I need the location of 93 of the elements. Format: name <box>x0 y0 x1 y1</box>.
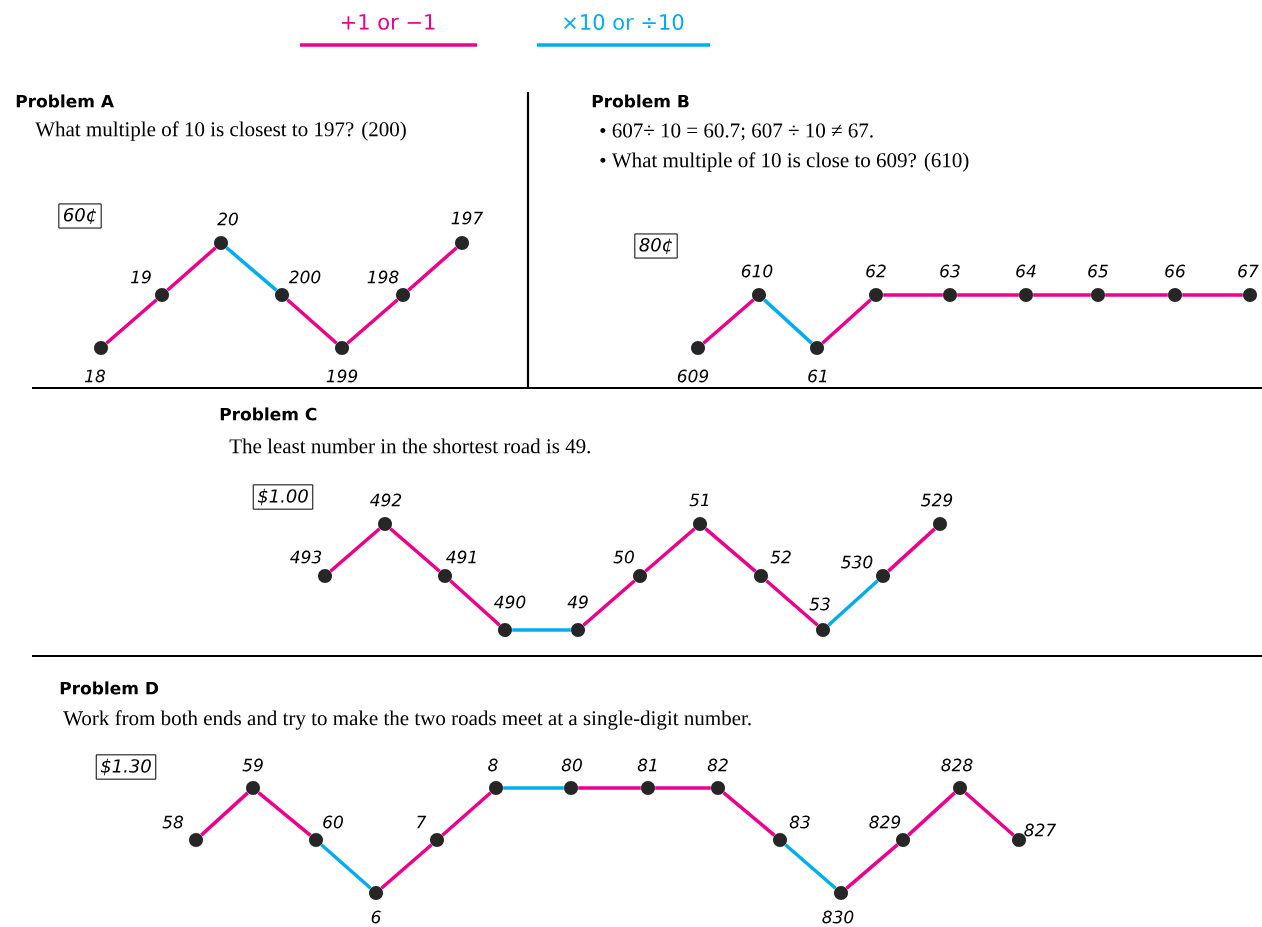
number-label: 8 <box>488 758 498 772</box>
road-segment <box>1033 293 1091 297</box>
number-label: 60 <box>323 815 343 829</box>
number-label: 491 <box>446 550 476 564</box>
number-label: 49 <box>567 595 588 609</box>
road-segment <box>503 786 564 790</box>
number-label: 53 <box>809 597 830 611</box>
road-segment <box>166 246 217 292</box>
road-segment <box>827 579 879 627</box>
number-label: 827 <box>1024 823 1057 837</box>
problem-text: • 607÷ 10 = 60.7; 607 ÷ 10 ≠ 67. <box>600 123 873 141</box>
number-label: 65 <box>1088 264 1108 278</box>
road-segment <box>784 843 837 890</box>
problem-text: The least number in the shortest road is 49. <box>229 438 590 454</box>
number-label: 610 <box>741 264 773 278</box>
road-segment <box>957 293 1019 297</box>
road-segment <box>702 298 755 345</box>
number-label: 828 <box>941 758 973 772</box>
number-label: 80 <box>561 758 582 772</box>
road-segment <box>407 246 458 292</box>
road-segment <box>655 786 711 790</box>
price-box: 80¢ <box>634 233 678 259</box>
road-segment <box>1182 293 1243 297</box>
number-label: 61 <box>808 369 827 383</box>
number-label: 492 <box>370 493 402 507</box>
problem-text: What multiple of 10 is closest to 197? (200) <box>35 121 406 141</box>
road-segment <box>512 628 571 632</box>
number-label: 59 <box>242 758 263 772</box>
number-label: 199 <box>326 369 358 383</box>
number-label: 7 <box>417 815 427 829</box>
road-segment <box>704 527 757 573</box>
number-label: 63 <box>940 264 960 278</box>
road-segment <box>821 298 872 345</box>
road-segment <box>722 791 776 837</box>
number-label: 62 <box>866 264 886 278</box>
road-segment <box>346 298 399 345</box>
number-label: 50 <box>613 550 634 564</box>
road-segment <box>257 791 312 837</box>
road-segment <box>845 843 899 890</box>
number-label: 81 <box>637 758 657 772</box>
road-segment <box>763 298 813 345</box>
number-label: 51 <box>689 493 709 507</box>
road-segment <box>389 527 441 573</box>
legend-text: ×10 or ÷10 <box>564 14 684 30</box>
problem-heading: Problem D <box>60 681 159 695</box>
number-label: 529 <box>921 493 953 507</box>
price-box: $1.00 <box>252 484 314 510</box>
price-box: $1.30 <box>95 754 157 780</box>
number-label: 6 <box>371 910 381 924</box>
number-label: 200 <box>288 270 321 284</box>
number-label: 67 <box>1238 264 1259 278</box>
road-segment <box>582 579 636 627</box>
number-label: 490 <box>494 595 526 609</box>
number-label: 829 <box>869 815 901 829</box>
problem-text: Work from both ends and try to make the two roads meet at a single-digit number. <box>63 710 751 730</box>
road-segment <box>578 786 641 790</box>
road-segment <box>449 579 501 627</box>
number-label: 58 <box>162 815 184 829</box>
number-label: 19 <box>131 270 151 284</box>
number-label: 52 <box>770 550 791 564</box>
road-segment <box>200 791 249 837</box>
road-segment <box>441 791 492 837</box>
number-label: 64 <box>1016 264 1036 278</box>
road-segment <box>105 298 158 345</box>
road-segment <box>964 791 1015 837</box>
legend-text: +1 or −1 <box>341 14 435 30</box>
number-label: 197 <box>451 211 484 225</box>
problem-text: • What multiple of 10 is close to 609? (610) <box>600 152 969 172</box>
number-label: 83 <box>789 815 810 829</box>
number-label: 530 <box>841 555 873 569</box>
number-label: 493 <box>290 550 322 564</box>
road-segment <box>225 246 278 292</box>
road-segment <box>380 843 433 890</box>
number-label: 18 <box>85 369 106 383</box>
road-segment <box>329 527 381 573</box>
road-segment <box>1105 293 1168 297</box>
price-box: 60¢ <box>58 203 102 229</box>
number-label: 82 <box>707 758 728 772</box>
road-segment <box>883 293 943 297</box>
number-label: 66 <box>1165 264 1186 278</box>
road-segment <box>765 579 819 627</box>
road-segment <box>887 527 936 573</box>
problem-heading: Problem A <box>16 94 114 108</box>
problem-heading: Problem B <box>592 94 689 108</box>
number-label: 20 <box>217 212 238 226</box>
road-segment <box>907 791 956 837</box>
number-label: 198 <box>367 270 399 284</box>
road-segment <box>320 843 372 890</box>
number-label: 830 <box>822 910 854 924</box>
number-label: 609 <box>677 369 709 383</box>
road-segment <box>286 298 338 345</box>
problem-heading: Problem C <box>220 407 317 421</box>
road-segment <box>644 527 696 573</box>
